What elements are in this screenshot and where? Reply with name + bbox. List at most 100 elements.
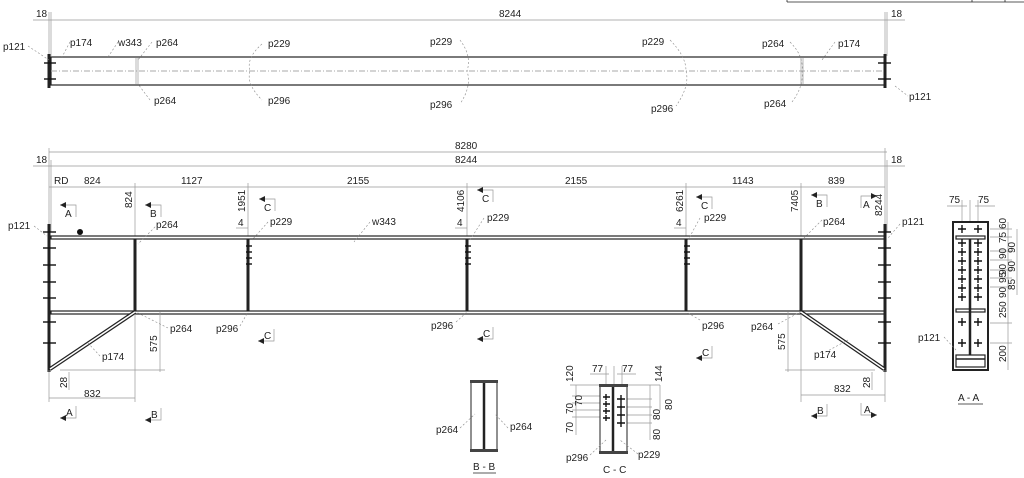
dim-left: 70 [574, 394, 585, 406]
label-p229: p229 [268, 39, 291, 50]
dim-segment: 2155 [347, 176, 370, 187]
dim-overall: 8244 [455, 155, 478, 166]
bolt-pattern [958, 225, 982, 347]
bottom-flange [599, 451, 628, 454]
label-p229: p229 [704, 213, 727, 224]
label-p229: p229 [638, 450, 661, 461]
section-c-c: 77 77 120 70 70 70 144 80 80 80 p296 p22… [565, 364, 675, 476]
label-p264: p264 [751, 322, 774, 333]
section-mark-c: C [259, 196, 276, 214]
title-block-fragment [786, 0, 1024, 3]
label-p264: p264 [154, 96, 177, 107]
dim-ordinate: 7405 [790, 189, 801, 212]
dim-segment: RD [54, 176, 68, 187]
svg-text:A: A [864, 405, 871, 416]
dim-gauge: 77 [622, 364, 634, 375]
dim-pitch: 60 [998, 217, 1009, 229]
label-p296: p296 [651, 104, 674, 115]
svg-text:C: C [264, 203, 271, 214]
svg-text:B: B [816, 199, 823, 210]
section-a-a: 75 75 60 75 90 90 95 90 250 200 90 90 85 [918, 195, 1018, 405]
dim-pitch: 250 [998, 301, 1009, 318]
label-p174: p174 [814, 350, 837, 361]
svg-text:B: B [817, 406, 824, 417]
label-p229: p229 [270, 217, 293, 228]
dim-left: 70 [565, 421, 576, 433]
section-mark-a: A [860, 193, 877, 211]
dim-ordinate: 6261 [675, 189, 686, 212]
svg-text:A: A [863, 200, 870, 211]
brace-dims [48, 312, 886, 402]
brace-left [48, 310, 137, 371]
end-bolts [44, 62, 891, 80]
dim-brace-drop: 28 [862, 376, 873, 388]
dim-ordinate: 4106 [456, 189, 467, 212]
dim-pitch: 90 [998, 286, 1009, 298]
bottom-block [955, 354, 986, 368]
elevation-view: 8280 8244 18 18 RD 824 1127 2155 2155 11… [8, 141, 925, 423]
dim-gauge: 75 [949, 195, 961, 206]
dim-overall: 8244 [499, 9, 522, 20]
section-mark-a: A [60, 202, 77, 220]
top-flange [955, 235, 986, 240]
section-title: C - C [603, 465, 626, 476]
bottom-chord [50, 310, 886, 315]
brace-right [799, 310, 886, 371]
dim-pitch: 75 [998, 231, 1009, 243]
top-flange [470, 380, 498, 383]
dim-segment: 1143 [732, 176, 754, 187]
bottom-flange [470, 449, 498, 452]
dim-left: 120 [565, 365, 576, 382]
label-p264: p264 [156, 38, 179, 49]
dim-ordinate: 824 [124, 191, 135, 208]
section-mark-c: C [696, 194, 713, 212]
bolt-pattern [603, 394, 625, 427]
svg-text:B: B [150, 209, 157, 220]
svg-text:C: C [483, 329, 490, 340]
dim-left: 70 [565, 402, 576, 414]
dim-brace-drop: 28 [59, 376, 70, 388]
dim-pitch: 200 [998, 345, 1009, 362]
label-p264: p264 [764, 99, 787, 110]
dim-pitch-outer: 90 [1007, 260, 1018, 272]
svg-text:A: A [66, 408, 73, 419]
dim-brace-length: 832 [84, 389, 101, 400]
dim-pitch: 90 [998, 247, 1009, 259]
section-mark-c: C [477, 327, 494, 342]
label-w343: w343 [371, 217, 396, 228]
label-p264: p264 [510, 422, 533, 433]
reference-dot [77, 229, 83, 235]
label-p296: p296 [216, 324, 239, 335]
section-mark-b: B [145, 408, 162, 423]
section-mark-a: A [60, 406, 77, 421]
section-mark-c: C [696, 346, 713, 361]
section-marks: A B C C C B A C C C A B B A [60, 187, 877, 423]
section-mark-b: B [145, 202, 162, 220]
section-mark-c: C [258, 329, 275, 344]
svg-text:C: C [264, 331, 271, 342]
dim-offset: 4 [238, 218, 244, 229]
dim-segment: 824 [84, 176, 101, 187]
dim-brace-height: 575 [149, 335, 160, 352]
section-mark-b: B [811, 192, 828, 210]
label-p121: p121 [8, 221, 31, 232]
dim-ordinate: 8244 [874, 193, 885, 216]
dim-right: 80 [664, 398, 675, 410]
stiffener-lines [135, 58, 804, 84]
top-chord [50, 235, 886, 240]
dim-gauge: 75 [978, 195, 990, 206]
section-mark-b: B [811, 404, 828, 419]
dim-end-right: 18 [891, 9, 903, 20]
label-p264: p264 [156, 220, 179, 231]
dim-offset: 4 [457, 218, 463, 229]
label-p121: p121 [3, 42, 26, 53]
label-p296: p296 [431, 321, 454, 332]
dim-ordinate: 1951 [237, 189, 248, 212]
dim-pitch-outer: 90 [1007, 241, 1018, 253]
svg-text:A: A [65, 209, 72, 220]
dim-segment: 839 [828, 176, 845, 187]
label-p296: p296 [702, 321, 725, 332]
dim-offset: 4 [676, 218, 682, 229]
label-p174: p174 [102, 352, 125, 363]
